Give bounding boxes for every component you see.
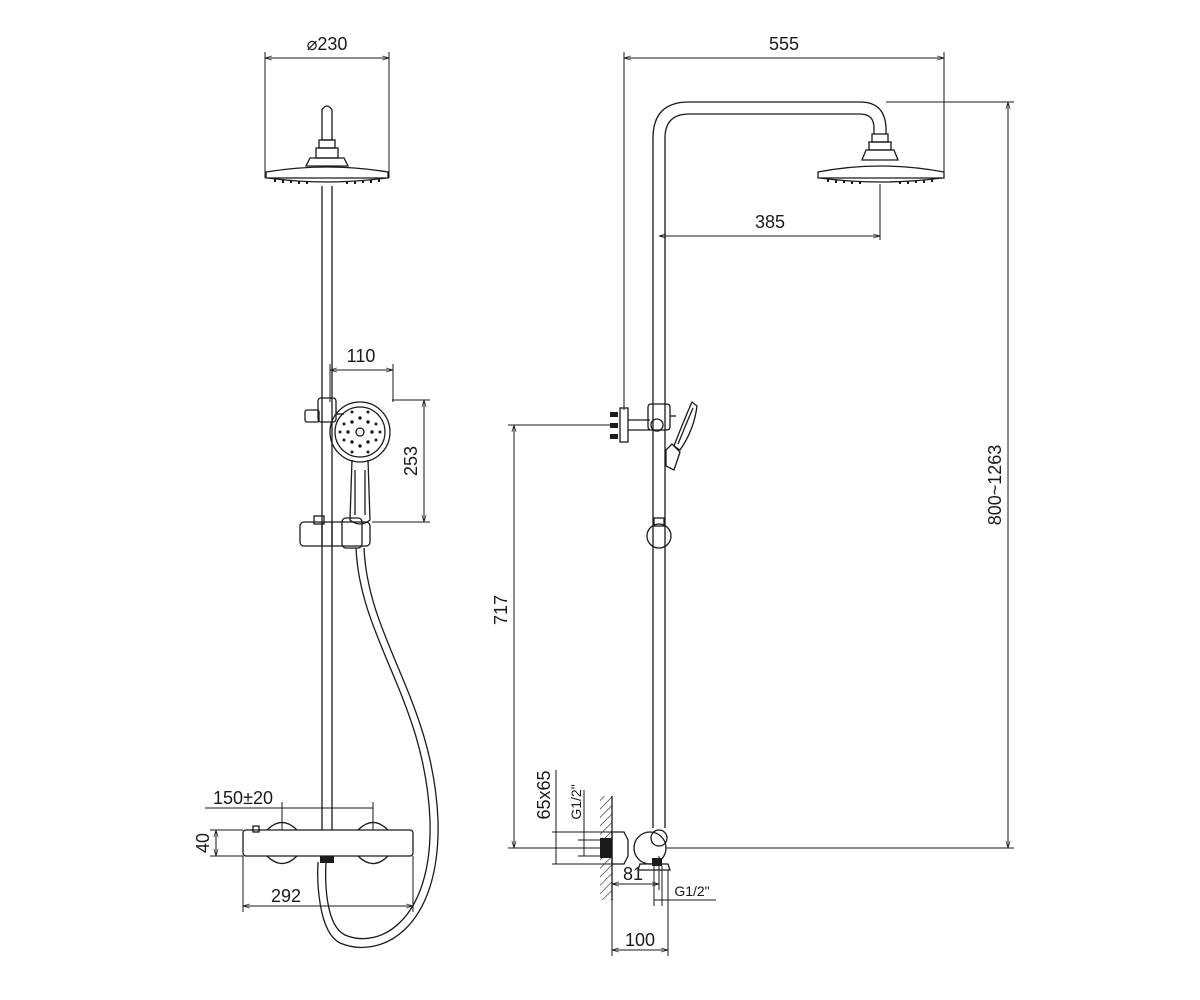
dim-mixer-width: 292 [242, 856, 414, 912]
inlet-spacing-label: 150±20 [213, 788, 273, 808]
arm-projection-label: 385 [755, 212, 785, 232]
dim-holder-height: 717 [491, 424, 612, 849]
mixer-width-label: 292 [271, 886, 301, 906]
front-shower-hose [317, 547, 439, 948]
total-projection-label: 555 [769, 34, 799, 54]
dim-head-diameter: ⌀230 [264, 34, 390, 178]
dim-mixer-height: 40 [193, 829, 243, 857]
side-riser-and-arm [652, 101, 887, 828]
dim-mixer-depth: 100 [611, 870, 669, 956]
wall-offset-label: 81 [623, 864, 643, 884]
holder-height-label: 717 [491, 595, 511, 625]
front-rain-shower-head [265, 105, 389, 184]
wall-plate-label: 65x65 [534, 770, 554, 819]
dim-wall-plate: 65x65 [534, 770, 612, 865]
front-slide-bar-slider [299, 515, 371, 549]
front-holder-bracket [304, 397, 344, 423]
side-view: 555 385 800~1263 717 65x65 [491, 34, 1014, 956]
dim-arm-projection: 385 [659, 184, 881, 240]
front-view: ⌀230 110 253 150±20 40 [193, 34, 439, 948]
inlet-thread-wall-label: G1/2" [568, 784, 584, 819]
dim-height-range: 800~1263 [666, 101, 1014, 849]
mixer-depth-label: 100 [625, 930, 655, 950]
dim-wall-offset: 81 [612, 856, 660, 890]
dim-inlet-spacing: 150±20 [205, 788, 374, 830]
dim-outlet-thread: G1/2" [653, 866, 716, 906]
outlet-thread-label: G1/2" [674, 883, 709, 899]
dim-hand-shower-length: 253 [372, 399, 430, 523]
mixer-height-label: 40 [193, 833, 213, 853]
side-rain-shower-head [817, 133, 945, 184]
hand-shower-length-label: 253 [401, 446, 421, 476]
front-riser-pipe [321, 186, 333, 830]
dim-total-projection: 555 [623, 34, 945, 410]
side-hand-shower [665, 400, 698, 471]
dim-hand-shower-width: 110 [329, 346, 394, 402]
dim-inlet-thread-wall: G1/2" [568, 784, 600, 857]
height-range-label: 800~1263 [985, 445, 1005, 526]
front-thermostatic-mixer [242, 821, 414, 865]
head-diameter-label: ⌀230 [307, 34, 348, 54]
side-slider-knob [646, 517, 672, 549]
side-wall-bracket [610, 407, 650, 443]
hand-shower-width-label: 110 [347, 346, 376, 366]
side-holder [647, 403, 676, 432]
front-hand-shower [329, 401, 391, 525]
